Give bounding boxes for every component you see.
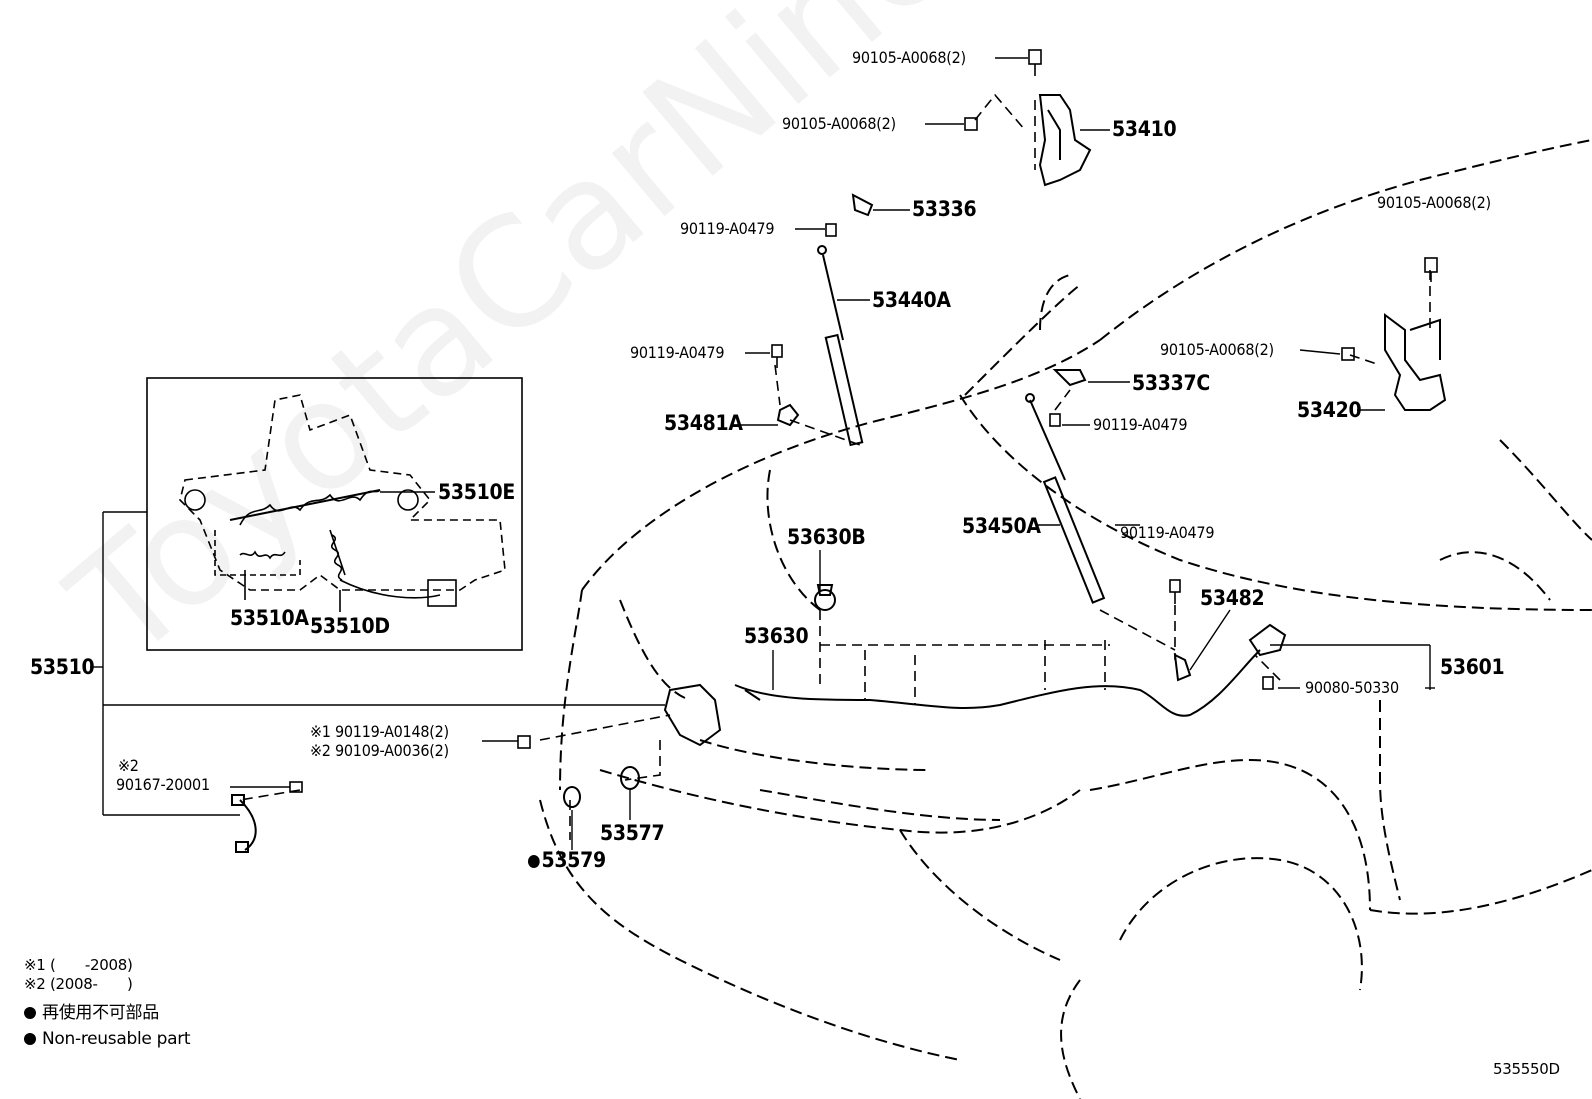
bolt-label-53481A: 90119-A0479	[630, 343, 725, 362]
hinge-53410	[1038, 94, 1092, 187]
hinge-53420	[1384, 313, 1447, 411]
bolt-icons	[289, 49, 1438, 793]
bolt-label-right-top: 90105-A0068(2)	[1377, 193, 1491, 212]
latch-bolt-label-1: ※1 90119-A0148(2)	[310, 724, 449, 740]
bolt-label-latch-2: 90109-A0036(2)	[335, 741, 449, 760]
wire-switch	[231, 794, 257, 853]
part-label-53337C: 53337C	[1132, 371, 1211, 395]
bracket-53481A	[776, 403, 800, 427]
part-label-53577: 53577	[600, 821, 665, 845]
diagram-code: 535550D	[1493, 1060, 1560, 1078]
mark-2: ※2	[310, 741, 331, 760]
mark-2-wire: ※2	[118, 756, 139, 775]
cushion-53577	[620, 766, 640, 790]
part-label-53410: 53410	[1112, 117, 1177, 141]
note-1: ※1 ( -2008)	[24, 956, 133, 974]
plug-53579	[563, 786, 581, 808]
legend-jp: 再使用不可部品	[24, 1005, 159, 1022]
part-label-53336: 53336	[912, 197, 977, 221]
bracket-53337C	[1052, 369, 1087, 387]
hood-support-53450A	[1025, 393, 1106, 604]
legend-en-text: Non-reusable part	[42, 1029, 191, 1049]
part-label-53482: 53482	[1200, 586, 1265, 610]
bolt-label-top: 90105-A0068(2)	[852, 48, 966, 67]
latch-detail-drawing	[179, 394, 506, 612]
bolt-label-latch-1: 90119-A0148(2)	[335, 722, 449, 741]
part-label-53450A: 53450A	[962, 514, 1041, 538]
clamp-53630B	[814, 584, 836, 611]
bolt-label-53601: 90080-50330	[1305, 678, 1399, 697]
latch-detail-box	[146, 377, 523, 651]
note-2: ※2 (2008- )	[24, 975, 133, 993]
bracket-53336	[851, 193, 874, 217]
legend-en: Non-reusable part	[24, 1029, 191, 1049]
bracket-53482	[1173, 653, 1192, 682]
bolt-label-53337C: 90119-A0479	[1093, 415, 1188, 434]
leader-lines	[90, 57, 1435, 850]
part-label-53510A: 53510A	[230, 606, 309, 630]
latch-bolt-label-2: ※2 90109-A0036(2)	[310, 743, 449, 759]
hood-support-53440A	[817, 245, 864, 447]
bolt-label-wire: 90167-20001	[116, 775, 210, 794]
latch-53510	[663, 683, 722, 747]
part-label-53481A: 53481A	[664, 411, 743, 435]
non-reusable-dot-icon	[528, 854, 540, 868]
lock-assy-53601	[1248, 623, 1287, 657]
part-label-53630B: 53630B	[787, 525, 866, 549]
part-label-53440A: 53440A	[872, 288, 951, 312]
mark-1: ※1	[310, 722, 331, 741]
bolt-label-53336: 90119-A0479	[680, 219, 775, 238]
part-label-53420: 53420	[1297, 398, 1362, 422]
part-label-53579: 53579	[541, 848, 607, 872]
part-label-53579-row: 53579	[528, 850, 606, 871]
part-label-53510D: 53510D	[310, 614, 390, 638]
part-label-53630: 53630	[744, 624, 809, 648]
legend-jp-text: 再使用不可部品	[42, 1003, 159, 1023]
bolt-label-53410: 90105-A0068(2)	[782, 114, 896, 133]
legend-dot-icon	[24, 1007, 36, 1019]
part-label-53601: 53601	[1440, 655, 1505, 679]
bolt-label-53482: 90119-A0479	[1120, 523, 1215, 542]
bolt-label-53420: 90105-A0068(2)	[1160, 340, 1274, 359]
legend-dot-icon	[24, 1033, 36, 1045]
part-label-53510: 53510	[30, 655, 95, 679]
part-label-53510E: 53510E	[438, 480, 516, 504]
release-cable-53630	[734, 649, 1261, 717]
car-body-outline	[539, 139, 1592, 1099]
